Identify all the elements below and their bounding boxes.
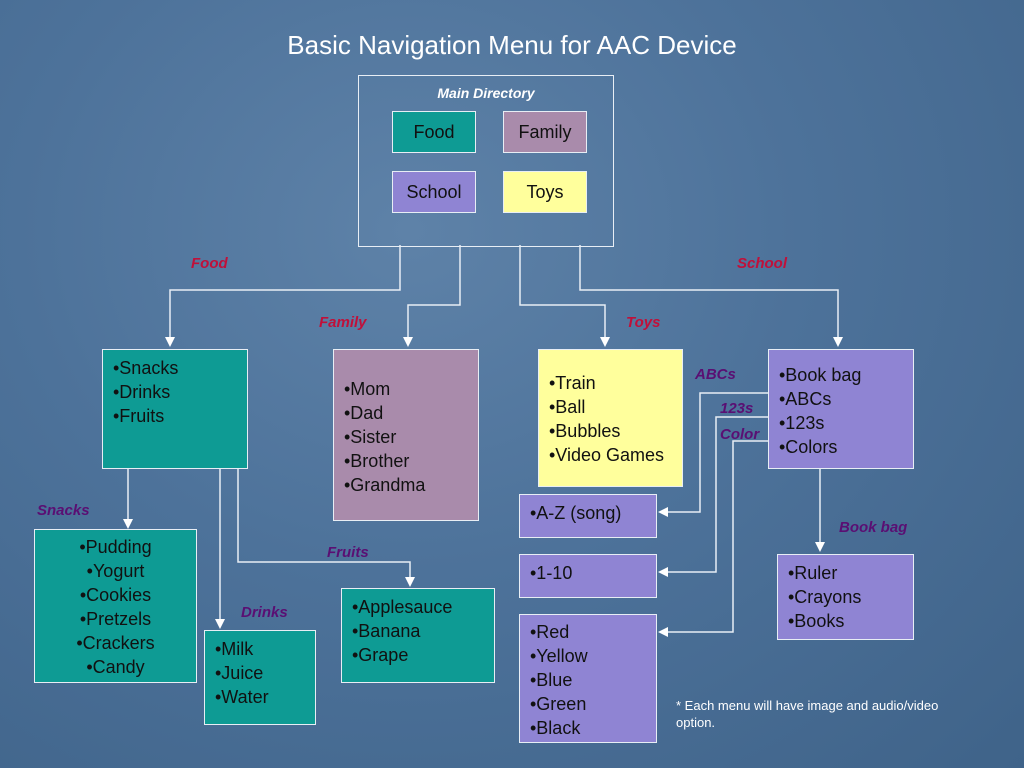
menu-item-dad[interactable]: •Dad [344, 403, 384, 423]
menu-item-candy[interactable]: •Candy [86, 657, 145, 677]
menu-item-sister[interactable]: •Sister [344, 427, 397, 447]
menu-item-books[interactable]: •Books [788, 611, 845, 631]
label-color: Color [720, 426, 760, 443]
menu-item-colors[interactable]: •Colors [779, 437, 838, 457]
menu-item-cookies[interactable]: •Cookies [79, 585, 152, 605]
school-menu: •Book bag •ABCs •123s •Colors [768, 349, 914, 469]
fruits-menu: •Applesauce •Banana •Grape [341, 588, 495, 683]
label-toys: Toys [626, 314, 661, 331]
abcs-menu: •A-Z (song) [519, 494, 657, 538]
menu-item-black[interactable]: •Black [530, 718, 581, 738]
menu-item-water[interactable]: •Water [215, 687, 269, 707]
menu-item-grape[interactable]: •Grape [352, 645, 409, 665]
menu-item-yogurt[interactable]: •Yogurt [86, 561, 145, 581]
label-123s: 123s [720, 400, 754, 417]
book-bag-menu: •Ruler •Crayons •Books [777, 554, 914, 640]
menu-item-a-z-song[interactable]: •A-Z (song) [530, 503, 622, 523]
snacks-menu: •Pudding •Yogurt •Cookies •Pretzels •Cra… [34, 529, 197, 683]
menu-item-crackers[interactable]: •Crackers [76, 633, 155, 653]
food-button[interactable]: Food [392, 111, 476, 153]
menu-item-yellow[interactable]: •Yellow [530, 646, 588, 666]
menu-item-mom[interactable]: •Mom [344, 379, 391, 399]
menu-item-crayons[interactable]: •Crayons [788, 587, 862, 607]
menu-item-brother[interactable]: •Brother [344, 451, 410, 471]
toys-button[interactable]: Toys [503, 171, 587, 213]
menu-item-train[interactable]: •Train [549, 373, 596, 393]
menu-item-ball[interactable]: •Ball [549, 397, 586, 417]
menu-item-abcs[interactable]: •ABCs [779, 389, 832, 409]
connector-fruits [237, 468, 415, 587]
colors-menu: •Red •Yellow •Blue •Green •Black [519, 614, 657, 743]
connector-abcs [658, 392, 768, 517]
toys-menu: •Train •Ball •Bubbles •Video Games [538, 349, 683, 487]
main-directory-title: Main Directory [437, 85, 535, 101]
connector-food [165, 245, 401, 347]
menu-item-red[interactable]: •Red [530, 622, 570, 642]
menu-item-green[interactable]: •Green [530, 694, 587, 714]
label-drinks: Drinks [241, 604, 288, 621]
connector-colors [658, 440, 768, 637]
menu-item-drinks[interactable]: •Drinks [113, 382, 171, 402]
connector-family [403, 245, 461, 347]
footnote: * Each menu will have image and audio/vi… [676, 698, 939, 730]
menu-item-video-games[interactable]: •Video Games [549, 445, 665, 465]
menu-item-123s[interactable]: •123s [779, 413, 825, 433]
label-food: Food [191, 255, 228, 272]
label-school: School [737, 255, 788, 272]
connector-toys [519, 245, 610, 347]
menu-item-snacks[interactable]: •Snacks [113, 358, 179, 378]
menu-item-banana[interactable]: •Banana [352, 621, 421, 641]
food-menu: •Snacks •Drinks •Fruits [102, 349, 248, 469]
connector-123s [658, 416, 768, 577]
menu-item-pretzels[interactable]: •Pretzels [79, 609, 152, 629]
menu-item-1-10[interactable]: •1-10 [530, 563, 573, 583]
connector-school [579, 245, 843, 347]
123s-menu: •1-10 [519, 554, 657, 598]
family-button[interactable]: Family [503, 111, 587, 153]
label-family: Family [319, 314, 367, 331]
menu-item-grandma[interactable]: •Grandma [344, 475, 426, 495]
menu-item-juice[interactable]: •Juice [215, 663, 264, 683]
label-fruits: Fruits [327, 544, 369, 561]
school-button[interactable]: School [392, 171, 476, 213]
label-abcs: ABCs [695, 366, 736, 383]
menu-item-blue[interactable]: •Blue [530, 670, 573, 690]
label-book-bag: Book bag [839, 519, 908, 536]
menu-item-pudding[interactable]: •Pudding [79, 537, 152, 557]
menu-item-book-bag[interactable]: •Book bag [779, 365, 862, 385]
menu-item-ruler[interactable]: •Ruler [788, 563, 838, 583]
drinks-menu: •Milk •Juice •Water [204, 630, 316, 725]
main-directory: Main Directory [358, 75, 614, 247]
menu-item-milk[interactable]: •Milk [215, 639, 254, 659]
menu-item-fruits[interactable]: •Fruits [113, 406, 165, 426]
menu-item-bubbles[interactable]: •Bubbles [549, 421, 621, 441]
menu-item-applesauce[interactable]: •Applesauce [352, 597, 453, 617]
family-menu: •Mom •Dad •Sister •Brother •Grandma [333, 349, 479, 521]
label-snacks: Snacks [37, 502, 90, 519]
page-title: Basic Navigation Menu for AAC Device [287, 30, 737, 60]
